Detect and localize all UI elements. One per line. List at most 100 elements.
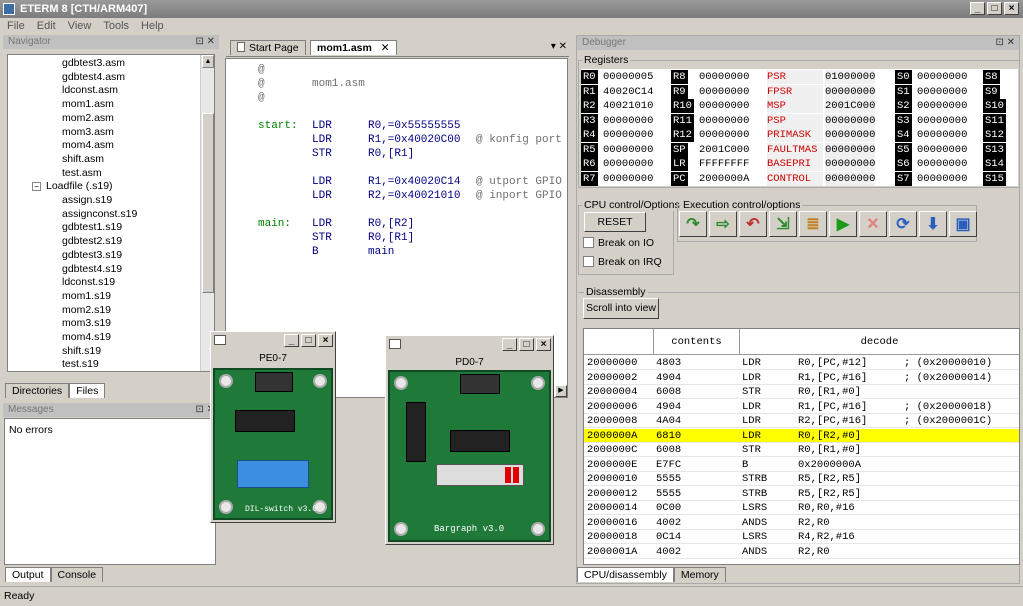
register-value[interactable]: 00000000 xyxy=(917,71,968,83)
tree-item[interactable]: test.s19 xyxy=(62,358,99,371)
register-value[interactable]: 00000000 xyxy=(917,158,968,170)
tab-directories[interactable]: Directories xyxy=(5,383,70,398)
scroll-up-arrow[interactable]: ▲ xyxy=(202,55,214,68)
pe-window[interactable]: _ □ × PE0-7 DIL-switch v3.0 xyxy=(210,331,336,523)
register-value[interactable]: 00000000 xyxy=(699,71,750,83)
register-value[interactable]: 00000000 xyxy=(917,85,968,98)
tree-item[interactable]: mom3.asm xyxy=(62,125,114,138)
column-contents[interactable]: contents xyxy=(654,329,740,355)
register-value[interactable]: 00000000 xyxy=(917,129,968,141)
scroll-into-view-button[interactable]: Scroll into view xyxy=(583,298,659,319)
tab-output[interactable]: Output xyxy=(5,567,51,582)
tree-item[interactable]: shift.s19 xyxy=(62,344,102,357)
register-value[interactable]: 00000000 xyxy=(603,129,654,141)
maximize-button[interactable]: □ xyxy=(987,2,1002,15)
close-tab-icon[interactable]: ✕ xyxy=(380,42,390,54)
tab-cpu-disassembly[interactable]: CPU/disassembly xyxy=(577,567,674,582)
menu-tools[interactable]: Tools xyxy=(103,20,130,32)
close-button[interactable]: × xyxy=(1004,2,1019,15)
register-value[interactable]: 00000000 xyxy=(699,114,750,127)
download-button[interactable]: ⬇ xyxy=(919,211,947,237)
register-value[interactable]: 00000000 xyxy=(603,114,654,127)
scroll-thumb[interactable] xyxy=(202,113,214,293)
reload-button[interactable]: ⟳ xyxy=(889,211,917,237)
register-value[interactable]: 00000000 xyxy=(825,113,876,128)
minimize-button[interactable]: _ xyxy=(970,2,985,15)
tree-item[interactable]: +Listfile (.lst) xyxy=(32,371,99,372)
run-button[interactable]: ▶ xyxy=(829,211,857,237)
register-value[interactable]: 00000000 xyxy=(699,129,750,141)
tree-item[interactable]: gdbtest4.asm xyxy=(62,70,126,83)
step-into-button[interactable]: ↷ xyxy=(679,211,707,237)
register-value[interactable]: 00000000 xyxy=(603,143,654,156)
panel-buttons[interactable]: ⊡ ✕ xyxy=(195,36,215,47)
editor-menu-icon[interactable]: ▾ ✕ xyxy=(550,41,567,52)
dil-switch[interactable] xyxy=(237,460,309,488)
tree-item[interactable]: mom1.s19 xyxy=(62,289,112,302)
tree-item[interactable]: assignconst.s19 xyxy=(62,207,138,220)
register-value[interactable]: 00000000 xyxy=(699,100,750,112)
menu-edit[interactable]: Edit xyxy=(36,20,56,32)
tree-item[interactable]: gdbtest3.asm xyxy=(62,57,126,69)
checkbox[interactable] xyxy=(583,256,594,267)
maximize-button[interactable]: □ xyxy=(301,334,316,347)
register-value[interactable]: 00000005 xyxy=(603,71,654,83)
column-decode[interactable]: decode xyxy=(860,336,899,348)
register-value[interactable]: 2001C000 xyxy=(825,99,876,113)
scroll-right-arrow[interactable]: ▶ xyxy=(555,385,567,397)
tree-item[interactable]: ldconst.asm xyxy=(62,84,119,97)
tree-item[interactable]: ldconst.s19 xyxy=(62,276,116,289)
tree-item[interactable]: mom1.asm xyxy=(62,98,114,111)
tab-start-page[interactable]: Start Page xyxy=(230,40,306,55)
minimize-button[interactable]: _ xyxy=(284,334,299,347)
register-value[interactable]: 00000000 xyxy=(825,128,876,142)
register-value[interactable]: 00000000 xyxy=(699,85,750,98)
breakpoints-button[interactable]: ≣ xyxy=(799,211,827,237)
close-button[interactable]: × xyxy=(536,338,551,351)
tree-item[interactable]: mom2.s19 xyxy=(62,303,112,316)
register-value[interactable]: 00000000 xyxy=(825,142,876,157)
reset-button[interactable]: RESET xyxy=(584,212,646,232)
break-on-io-checkbox[interactable]: Break on IO xyxy=(583,237,654,249)
register-value[interactable]: 2000000A xyxy=(699,172,750,185)
window-button[interactable]: ▣ xyxy=(949,211,977,237)
menu-help[interactable]: Help xyxy=(141,20,164,32)
tree-item[interactable]: test.asm xyxy=(62,166,102,179)
tree-scrollbar[interactable]: ▲ xyxy=(200,55,214,371)
minimize-button[interactable]: _ xyxy=(502,338,517,351)
register-value[interactable]: 00000000 xyxy=(825,157,876,171)
tab-console[interactable]: Console xyxy=(50,567,104,582)
tree-item[interactable]: gdbtest2.s19 xyxy=(62,235,123,248)
register-value[interactable]: 00000000 xyxy=(603,172,654,185)
register-value[interactable]: 00000000 xyxy=(917,114,968,127)
tree-item[interactable]: mom4.asm xyxy=(62,139,114,152)
register-value[interactable]: 00000000 xyxy=(825,84,876,99)
tree-item[interactable]: mom4.s19 xyxy=(62,331,112,343)
menu-view[interactable]: View xyxy=(67,20,92,32)
stop-button[interactable]: ✕ xyxy=(859,211,887,237)
tree-item[interactable]: −Loadfile (.s19) xyxy=(32,179,113,193)
register-value[interactable]: 01000000 xyxy=(825,70,876,84)
step-back-button[interactable]: ↶ xyxy=(739,211,767,237)
register-value[interactable]: 00000000 xyxy=(917,100,968,112)
tree-item[interactable]: gdbtest3.s19 xyxy=(62,248,123,261)
tree-item[interactable]: gdbtest1.s19 xyxy=(62,221,123,234)
expander-icon[interactable]: − xyxy=(32,182,41,192)
close-button[interactable]: × xyxy=(318,334,333,347)
register-value[interactable]: FFFFFFFF xyxy=(699,158,750,170)
register-value[interactable]: 00000000 xyxy=(917,143,968,156)
tree-item[interactable]: mom3.s19 xyxy=(62,317,112,330)
run-to-cursor-button[interactable]: ⇲ xyxy=(769,211,797,237)
